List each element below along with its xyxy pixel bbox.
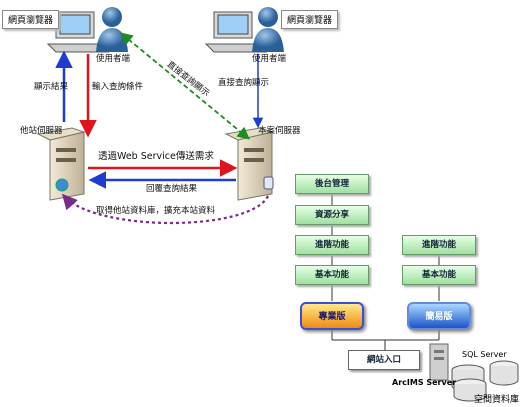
stack-basic-left: 基本功能 (295, 265, 369, 285)
fetch-data-label: 取得他站資料庫，擴充本站資料 (96, 206, 216, 216)
stack-advanced-left: 進階功能 (295, 235, 369, 255)
database-icon (451, 360, 519, 402)
return-result-label: 回覆查詢結果 (146, 184, 198, 194)
arrow-direct-query-diagonal (120, 32, 250, 140)
direct-query-label: 直接查詢顯示 (218, 78, 270, 88)
simple-version-box: 簡易版 (407, 302, 471, 330)
user-right-label: 使用者端 (252, 54, 287, 64)
stack-basic-right: 基本功能 (402, 265, 476, 285)
browser-right-label: 網頁瀏覽器 (281, 10, 339, 29)
spatial-db-label: 空間資料庫 (474, 395, 520, 405)
show-result-label: 顯示結果 (34, 82, 69, 92)
db-server-icon (429, 343, 449, 381)
portal-box: 網站入口 (348, 350, 420, 370)
user-right-icon (252, 7, 284, 52)
stack-resource-share: 資源分享 (295, 205, 369, 225)
computer-left-icon (46, 11, 110, 53)
browser-left-label: 網頁瀏覽器 (2, 10, 60, 29)
other-server-label: 他站伺服器 (20, 126, 63, 136)
user-left-icon (96, 7, 128, 52)
input-query-label: 輸入查詢條件 (92, 82, 144, 92)
pro-version-box: 專業版 (300, 302, 364, 330)
sqlserver-label: SQL Server (462, 350, 507, 359)
user-left-label: 使用者端 (96, 54, 131, 64)
server-left-icon (36, 127, 86, 201)
this-server-label: 本案伺服器 (258, 126, 301, 136)
stack-advanced-right: 進階功能 (402, 235, 476, 255)
stack-connectors (331, 194, 440, 350)
server-right-icon (224, 127, 274, 201)
webservice-label: 透過Web Service傳送需求 (98, 151, 214, 162)
stack-backend-mgmt: 後台管理 (295, 174, 369, 194)
arcims-label: ArcIMS Server (392, 378, 457, 387)
arrow-fetch-data (61, 193, 269, 225)
